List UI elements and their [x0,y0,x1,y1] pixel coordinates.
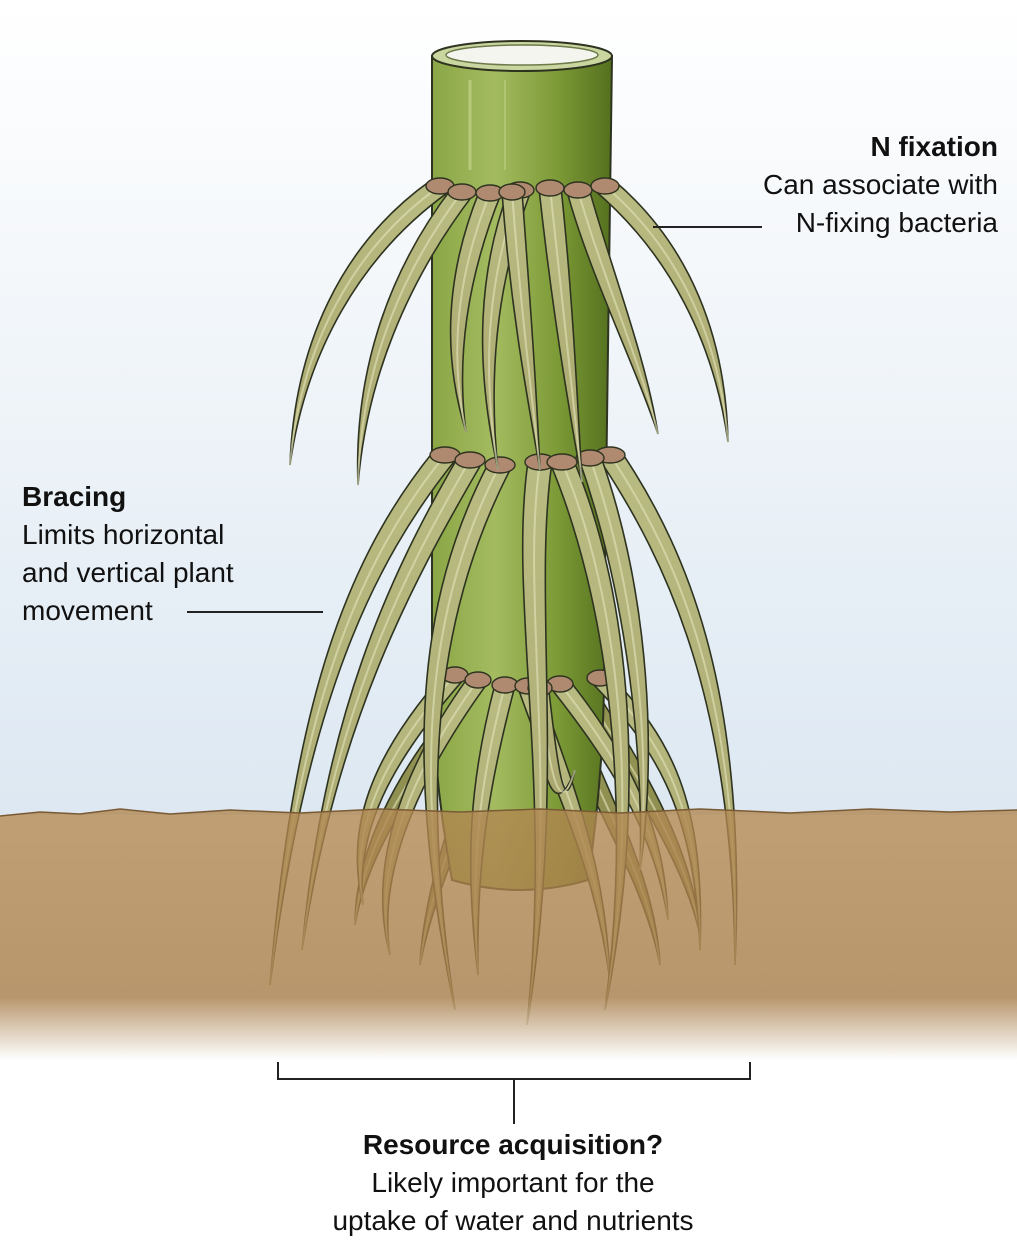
bracing-title: Bracing [22,481,127,512]
upper-tier-root-2-highlight [357,191,463,486]
n-fixation-title: N fixation [870,131,998,162]
upper-tier-root-7-cap [590,177,620,195]
upper-tier-root-5-highlight [549,187,583,483]
upper-tier-root-6-cap [563,181,593,199]
upper-tier-root-8-cap [498,183,526,201]
lower-tier-root-3-cap [491,676,519,694]
lower-tier-root-2-cap [464,671,492,689]
upper-tier-root-2-cap [447,183,477,201]
upper-tier-root-3-highlight [456,192,491,433]
n-fixation-label: N fixation Can associate with N-fixing b… [763,128,998,242]
bracing-label: Bracing Limits horizontal and vertical p… [22,478,234,630]
soil-surface-line [0,808,1017,817]
upper-tier-root-5-cap [535,179,565,197]
upper-tier-root-7-highlight [604,185,729,443]
bracing-description: Limits horizontal and vertical plant mov… [22,519,234,626]
upper-tier-root-6-highlight [577,189,659,435]
upper-tier-root-1-highlight [289,185,441,466]
front-root-layer [269,177,738,1026]
n-fixation-description: Can associate with N-fixing bacteria [762,169,998,238]
middle-tier-root-2-cap [454,451,486,469]
resource-acquisition-description: Likely important for the uptake of water… [332,1167,694,1236]
resource-bracket [277,1062,751,1124]
upper-tier-root-8-highlight [511,191,541,471]
resource-acquisition-label: Resource acquisition? Likely important f… [213,1126,813,1240]
middle-tier-root-5-cap [546,453,578,471]
stem-top-inner [445,44,599,66]
resource-acquisition-title: Resource acquisition? [362,1129,664,1160]
middle-tier-root-7-cap [575,449,605,467]
soil [0,809,1017,1060]
middle-tier-root-3-cap [484,456,516,474]
